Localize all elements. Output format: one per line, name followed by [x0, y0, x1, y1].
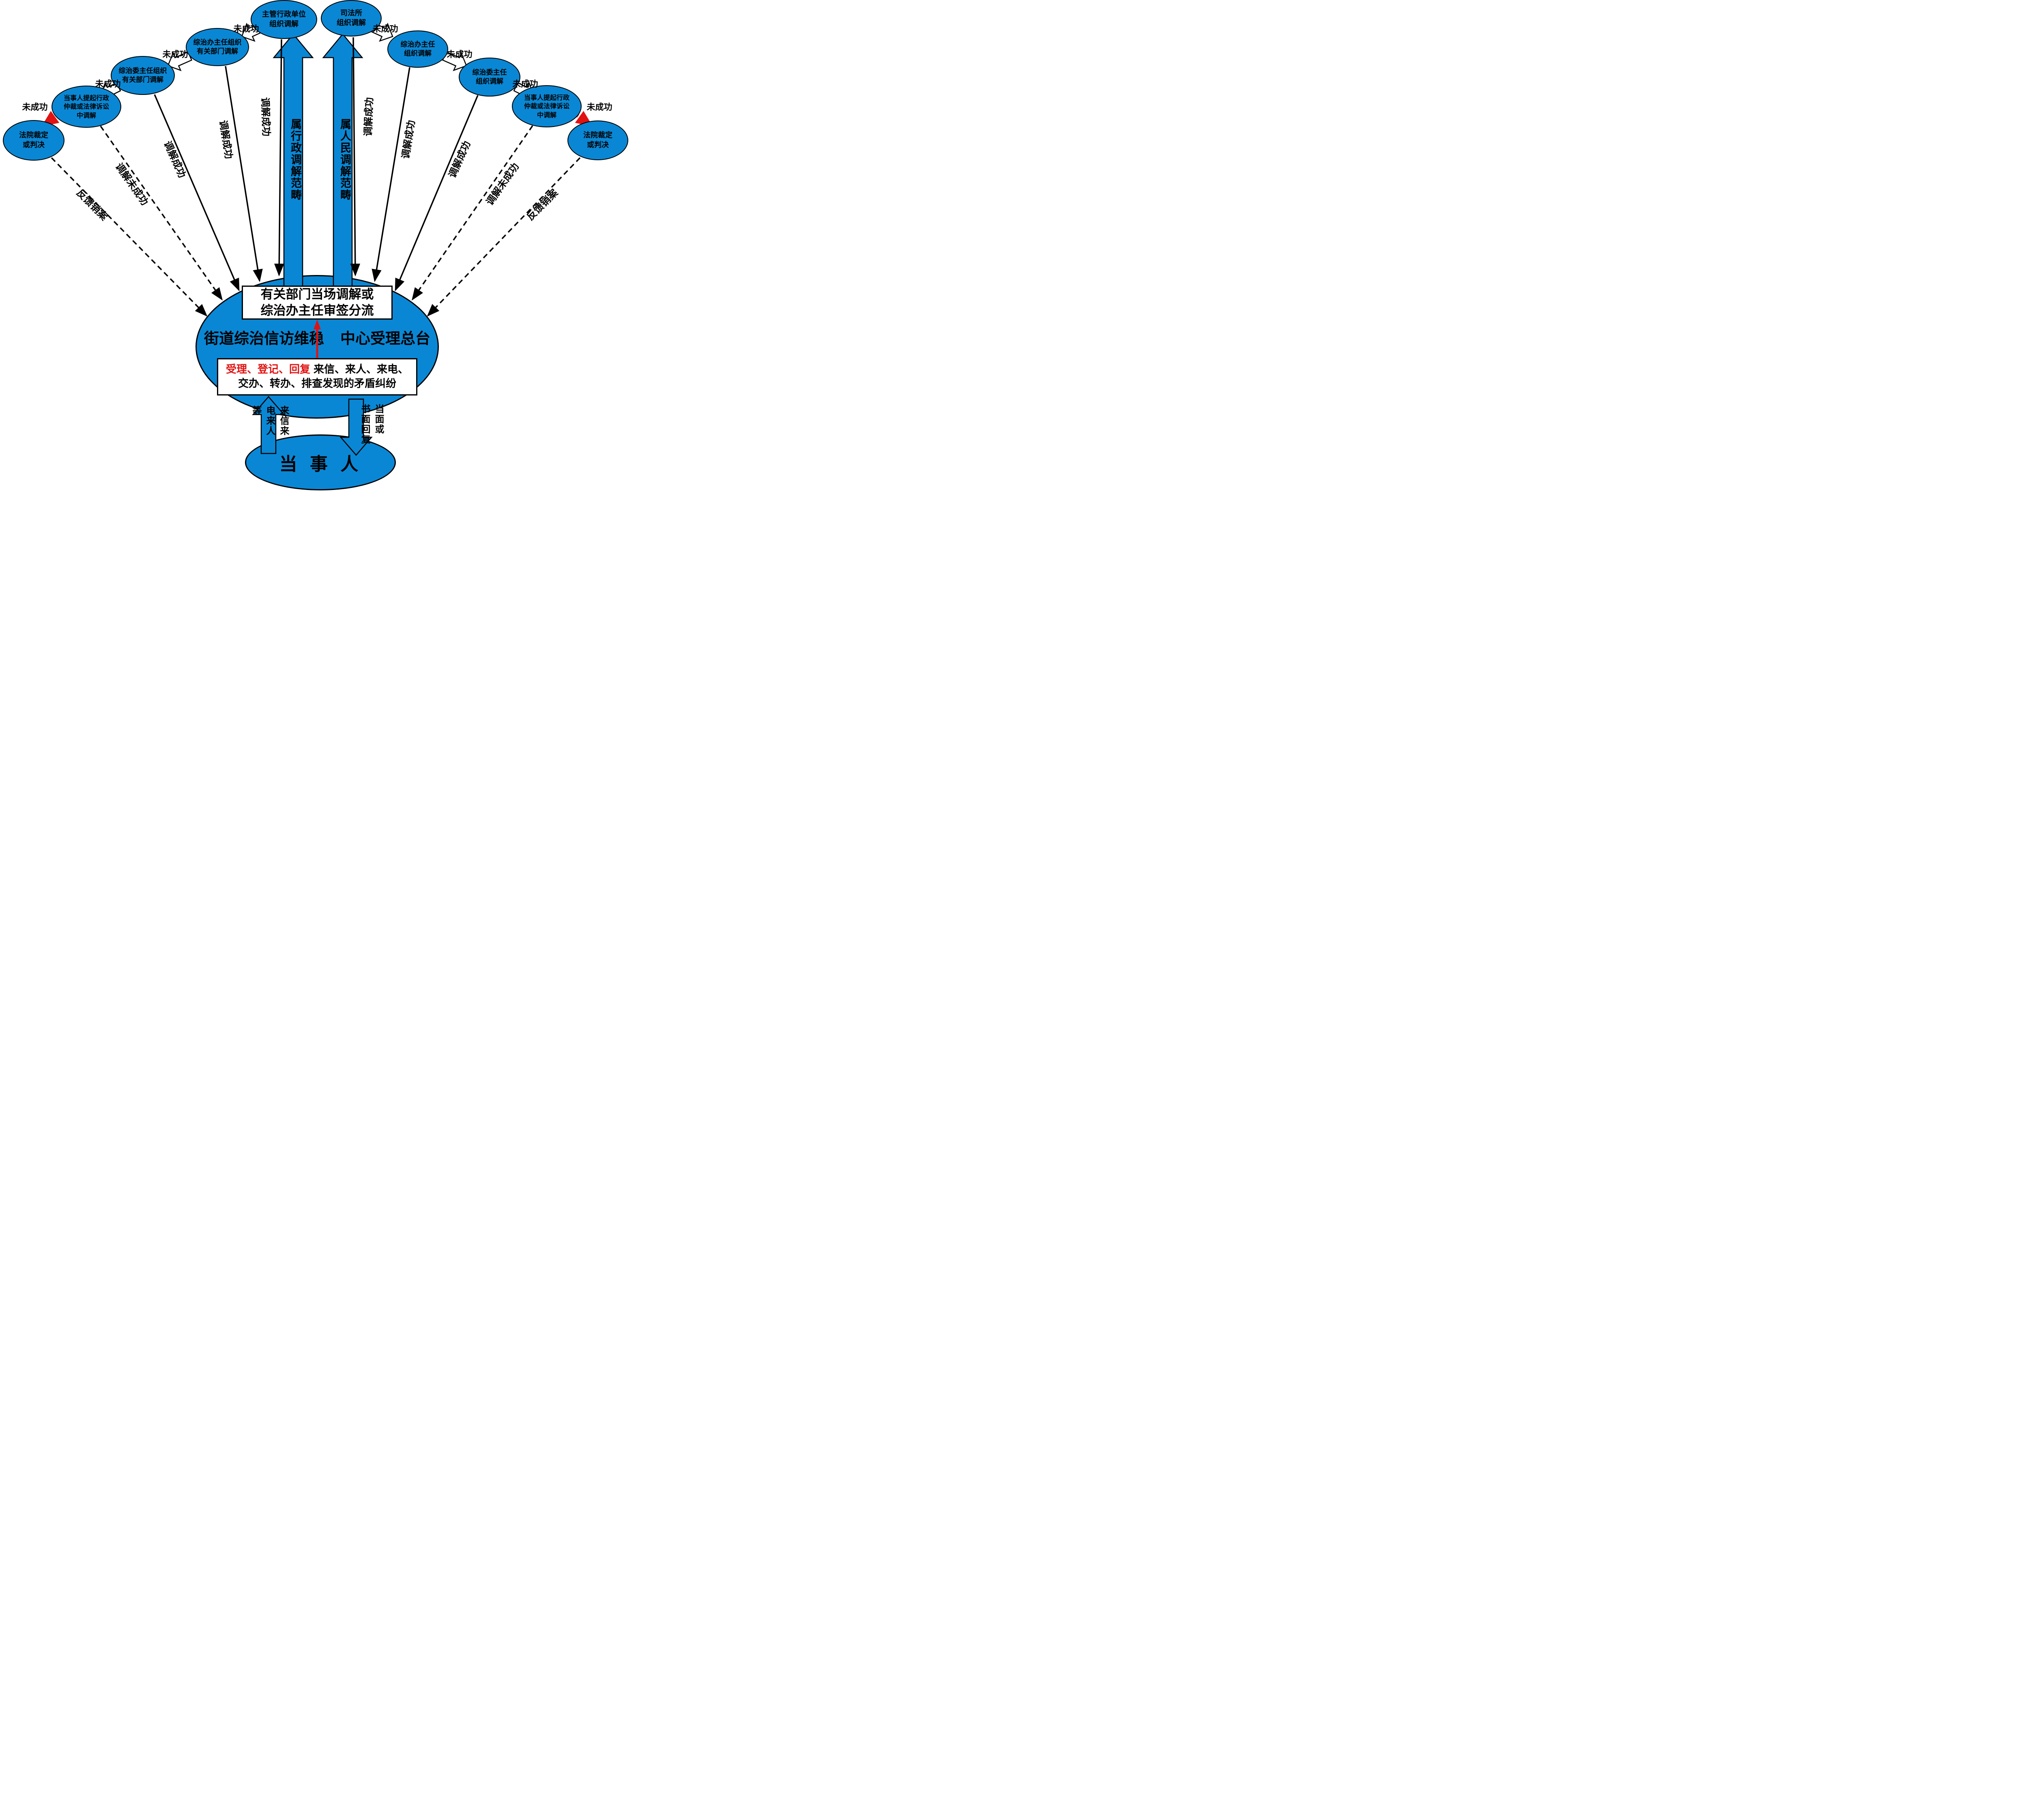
node-people-court-ruling: 法院裁定 或判决 [567, 120, 628, 160]
dispatch-box: 有关部门当场调解或 综治办主任审签分流 [242, 286, 393, 320]
node-admin-litigation-mediation: 当事人提起行政 仲裁或法律诉讼 中调解 [52, 86, 121, 128]
label-fail-people-court: 未成功 [586, 102, 612, 112]
intake-line1: 受理、登记、回复来信、来人、来电、 [226, 363, 408, 377]
party-label: 当 事 人 [279, 454, 362, 475]
node-admin-office-director-mediation: 综治办主任组织 有关部门调解 [186, 28, 249, 66]
label-fail-admin-2: 未成功 [162, 49, 188, 59]
label-success-admin-3: 调解成功 [161, 139, 188, 180]
node-admin-court-ruling: 法院裁定 或判决 [3, 120, 64, 161]
label-channel-administrative: 属行政调解范畴 [289, 118, 301, 201]
edge-admin-litigation-unsuccess [100, 125, 223, 301]
label-success-people-1: 调解成功 [362, 97, 375, 137]
label-fail-admin-3: 未成功 [95, 79, 121, 89]
label-success-people-3: 调解成功 [446, 139, 473, 180]
hub-title-left: 街道综治信访维稳 [204, 330, 324, 347]
label-fail-admin-1: 未成功 [233, 24, 259, 34]
node-label: 主管行政单位 组织调解 [262, 10, 306, 28]
label-unsuccess-admin: 调解未成功 [113, 161, 150, 208]
hub-title: 街道综治信访维稳 中心受理总台 [198, 327, 436, 347]
label-feedback-close-admin: 反馈销案 [74, 187, 110, 223]
node-people-litigation-mediation: 当事人提起行政 仲裁或法律诉讼 中调解 [512, 85, 582, 127]
label-success-admin-2: 调解成功 [217, 119, 235, 160]
intake-line1-rest: 来信、来人、来电、 [314, 363, 409, 376]
intake-box: 受理、登记、回复来信、来人、来电、 交办、转办、排查发现的矛盾纠纷 [217, 358, 417, 395]
label-feedback-close-people: 反馈销案 [524, 187, 560, 223]
label-fail-people-2: 未成功 [447, 49, 473, 59]
label-fail-people-1: 未成功 [372, 24, 398, 34]
intake-line2: 交办、转办、排查发现的矛盾纠纷 [238, 378, 396, 390]
node-people-office-director-mediation: 综治办主任 组织调解 [387, 30, 448, 68]
node-label: 综治委主任 组织调解 [472, 68, 507, 86]
node-label: 法院裁定 或判决 [583, 131, 612, 149]
flowchart-canvas: 当 事 人 主管行政单位 组织调解 综治办主任组织 有关部门调解 综治委主任组织 [0, 0, 636, 491]
intake-highlight: 受理、登记、回复 [226, 363, 310, 376]
label-success-people-2: 调解成功 [400, 119, 417, 160]
label-fail-admin-court: 未成功 [22, 102, 48, 112]
node-admin-committee-director-mediation: 综治委主任组织 有关部门调解 [111, 56, 175, 95]
node-label: 综治委主任组织 有关部门调解 [118, 67, 167, 84]
hub-title-right: 中心受理总台 [340, 330, 430, 347]
label-party-incoming: 来信来电来人等 [251, 406, 289, 436]
node-label: 综治办主任组织 有关部门调解 [193, 38, 242, 56]
label-unsuccess-people: 调解未成功 [484, 161, 521, 208]
node-label: 当事人提起行政 仲裁或法律诉讼 中调解 [524, 94, 569, 119]
node-label: 司法所 组织调解 [337, 9, 366, 27]
label-party-outgoing: 当面或 书面回复 [359, 404, 384, 445]
node-label: 法院裁定 或判决 [19, 131, 48, 149]
label-success-admin-1: 调解成功 [259, 97, 272, 137]
edge-people-office-success [372, 67, 410, 282]
node-people-committee-director-mediation: 综治委主任 组织调解 [459, 58, 520, 97]
node-label: 当事人提起行政 仲裁或法律诉讼 中调解 [63, 94, 109, 119]
node-label: 综治办主任 组织调解 [400, 40, 435, 58]
label-fail-people-3: 未成功 [512, 79, 538, 89]
edge-admin-unit-success [274, 39, 284, 277]
edge-admin-office-success [225, 66, 263, 282]
edge-people-judicial-success [350, 37, 361, 277]
label-channel-people: 属人民调解范畴 [338, 118, 351, 201]
edge-people-litigation-unsuccess [412, 125, 533, 301]
